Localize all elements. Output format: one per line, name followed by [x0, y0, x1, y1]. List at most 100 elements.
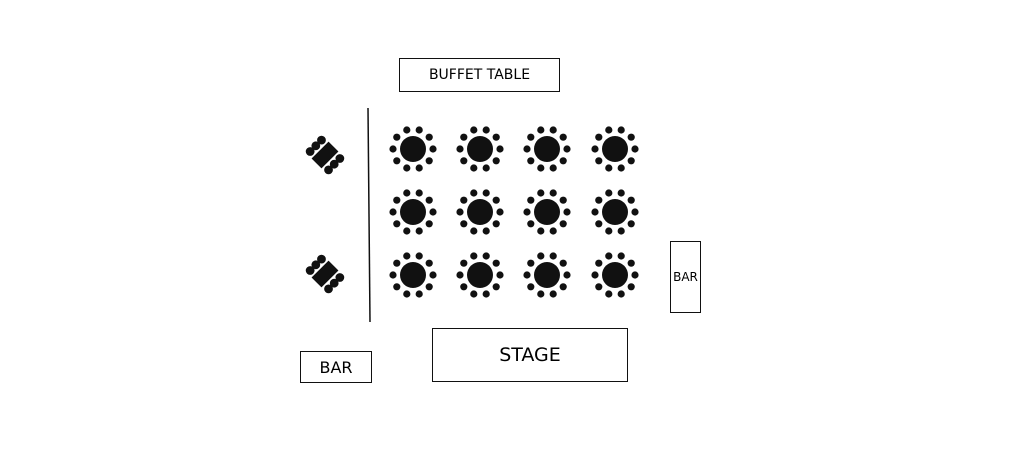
chair — [492, 196, 500, 204]
chair — [605, 164, 613, 172]
stage-label: STAGE — [499, 344, 561, 366]
round-table — [400, 136, 426, 162]
chair — [324, 284, 333, 294]
chair — [492, 220, 500, 228]
chair — [537, 227, 545, 235]
chair — [460, 220, 468, 228]
chair — [415, 189, 423, 197]
chair — [429, 208, 437, 216]
chair — [595, 133, 603, 141]
rect-table-group — [305, 135, 345, 175]
round-table — [400, 262, 426, 288]
chair — [617, 189, 625, 197]
round-table-group — [523, 126, 571, 172]
chair — [425, 196, 433, 204]
chair — [324, 165, 333, 175]
chair — [425, 157, 433, 165]
chair — [415, 252, 423, 260]
chair — [335, 273, 345, 282]
chair — [605, 252, 613, 260]
chair — [425, 133, 433, 141]
chair — [527, 196, 535, 204]
round-table — [534, 262, 560, 288]
round-table-group — [591, 252, 639, 298]
chair — [617, 252, 625, 260]
chair — [595, 259, 603, 267]
chair — [537, 164, 545, 172]
bar-left-label: BAR — [319, 357, 353, 377]
chair — [563, 208, 571, 216]
chair — [429, 145, 437, 153]
round-table — [534, 136, 560, 162]
round-table — [467, 262, 493, 288]
chair — [403, 164, 411, 172]
chair — [429, 271, 437, 279]
chair — [559, 157, 567, 165]
chair — [527, 157, 535, 165]
round-table — [467, 136, 493, 162]
chair — [492, 157, 500, 165]
chair — [470, 252, 478, 260]
divider-line — [367, 107, 371, 323]
round-table — [602, 136, 628, 162]
chair — [393, 133, 401, 141]
chair — [425, 259, 433, 267]
chair — [335, 154, 345, 163]
buffet-table-label: BUFFET TABLE — [428, 67, 531, 83]
chair — [415, 227, 423, 235]
chair — [627, 283, 635, 291]
round-table — [400, 199, 426, 225]
chair — [527, 220, 535, 228]
chair — [605, 290, 613, 298]
chair — [523, 145, 531, 153]
chair — [631, 271, 639, 279]
chair — [537, 252, 545, 260]
chair — [591, 271, 599, 279]
chair — [470, 290, 478, 298]
chair — [482, 290, 490, 298]
bar-right-label: BAR — [673, 270, 698, 284]
chair — [403, 126, 411, 134]
chair — [305, 266, 315, 275]
stage: STAGE — [432, 328, 628, 382]
round-table-group — [523, 189, 571, 235]
rect-table-group — [305, 254, 345, 294]
round-table-group — [456, 189, 504, 235]
chair — [415, 164, 423, 172]
chair — [627, 157, 635, 165]
chair — [617, 227, 625, 235]
chair — [617, 164, 625, 172]
chair — [523, 271, 531, 279]
chair — [496, 145, 504, 153]
chair — [425, 220, 433, 228]
chair — [595, 196, 603, 204]
chair — [559, 259, 567, 267]
chair — [403, 252, 411, 260]
round-table — [467, 199, 493, 225]
chair — [595, 220, 603, 228]
round-table-group — [456, 252, 504, 298]
chair — [559, 133, 567, 141]
chair — [559, 196, 567, 204]
chair — [329, 159, 339, 169]
chair — [393, 157, 401, 165]
chair — [605, 227, 613, 235]
chair — [460, 157, 468, 165]
chair — [537, 290, 545, 298]
chair — [470, 126, 478, 134]
chair — [527, 133, 535, 141]
chair — [311, 141, 321, 151]
chair — [627, 196, 635, 204]
bar-right: BAR — [670, 241, 701, 313]
chair — [559, 220, 567, 228]
chair — [393, 220, 401, 228]
chair — [393, 196, 401, 204]
chair — [563, 145, 571, 153]
round-table-group — [389, 126, 437, 172]
chair — [631, 145, 639, 153]
chair — [496, 208, 504, 216]
chair — [563, 271, 571, 279]
chair — [549, 252, 557, 260]
chair — [456, 145, 464, 153]
